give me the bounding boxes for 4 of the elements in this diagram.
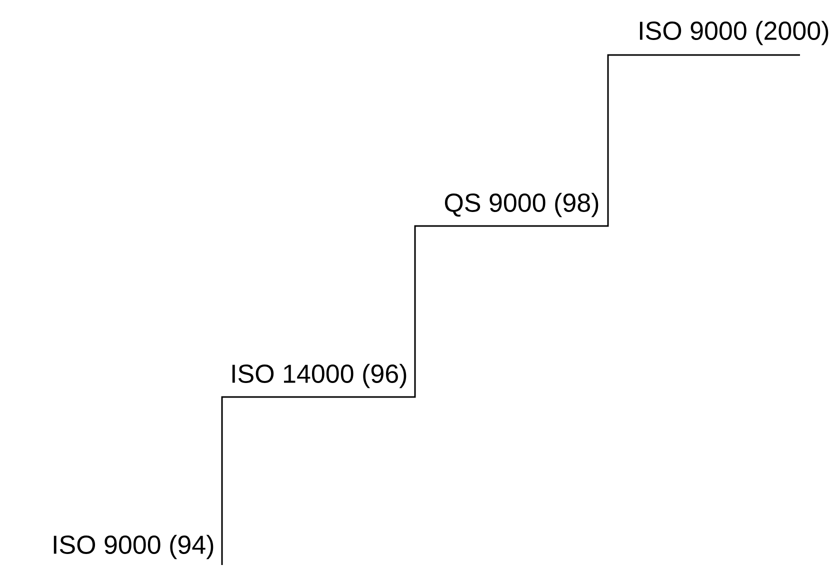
step-label: ISO 9000 (2000)	[640, 20, 828, 46]
step-label: ISO 14000 (96)	[232, 364, 406, 388]
step-label: QS 9000 (98)	[444, 192, 598, 218]
step-label: ISO 9000 (94)	[54, 534, 214, 560]
